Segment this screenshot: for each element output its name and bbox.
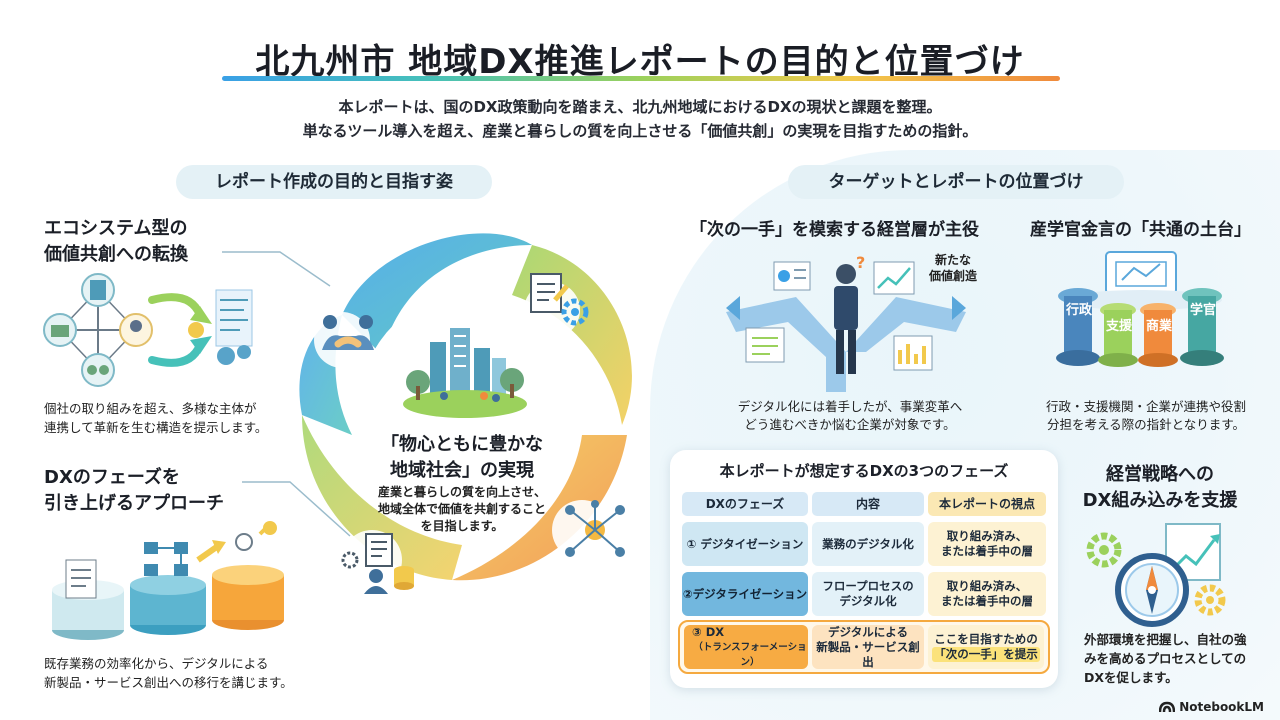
subtitle-line-2: 単なるツール導入を超え、産業と暮らしの質を向上させる「価値共創」の実現を目指すた… [302,122,978,140]
businessman-crossroads-icon: ? [726,253,966,392]
phase-row-3-view-line-2: 「次の一手」を提示 [932,647,1040,662]
phase-row-2-content: フロープロセスのデジタル化 [812,572,924,616]
phase-row-3-content: デジタルによる新製品・サービス創出 [812,625,924,669]
platform-body-line-1: 行政・支援機関・企業が連携や役割 [1045,399,1246,414]
workflow-blocks-icon [52,521,284,640]
pillars-icon [1056,251,1224,367]
phase-row-3-view-line-1: ここを目指すための [934,632,1038,646]
center-body-line-1: 産業と暮らしの質を向上させ、 [377,485,546,499]
ecosystem-body-line-2: 連携して革新を生む構造を提示します。 [44,420,268,435]
approach-heading-line-1: DXのフェーズを [44,467,180,488]
section-pill-target: ターゲットとレポートの位置づけ [788,165,1124,199]
notebooklm-logo-text: NotebookLM [1179,700,1264,714]
ecosystem-heading-line-1: エコシステム型の [44,218,188,239]
phase-row-2-view-line-2: または着手中の層 [941,594,1033,608]
phase-row-1-view-line-1: 取り組み済み、 [946,529,1028,543]
pillar-label-4: 学官 [1189,303,1216,318]
document-gear-icon [530,273,589,326]
connector-line-1 [222,251,331,287]
phase-row-1-phase: ① デジタイゼーション [682,522,808,566]
connector-line-2 [242,481,351,537]
target-body-line-1: デジタル化には着手したが、事業変革へ [737,399,963,414]
page-title: 北九州市 地域DX推進レポートの目的と位置づけ [255,42,1025,82]
bubble-line-2: 価値創造 [928,269,977,283]
phase-row-2-phase: ②デジタライゼーション [682,572,808,616]
center-body-line-3: を目指します。 [420,519,504,533]
phase-row-3-view: ここを目指すための「次の一手」を提示 [928,625,1044,669]
network-icon [565,500,625,557]
subtitle-line-1: 本レポートは、国のDX政策動向を踏まえ、北九州地域におけるDXの現状と課題を整理… [338,98,942,116]
phase-table-card: 本レポートが想定するDXの3つのフェーズ DXのフェーズ 内容 本レポートの視点… [670,450,1058,688]
phase-row-3-content-line-1: デジタルによる [828,624,908,639]
phase-row-2-phase-text: ②デジタライゼーション [682,586,808,601]
people-database-icon [341,533,414,594]
strategy-body-line-3: DXを促します。 [1084,670,1178,685]
notebooklm-logo-icon [1159,701,1176,713]
phase-table-title: 本レポートが想定するDXの3つのフェーズ [719,462,1009,480]
phase-row-3-content-line-2: 新製品・サービス創出 [816,639,920,669]
approach-body-line-2: 新製品・サービス創出への移行を講じます。 [44,675,293,690]
compass-gears-icon [1086,523,1226,627]
phase-row-1-content: 業務のデジタル化 [812,522,924,566]
phase-header-phase: DXのフェーズ [682,492,808,516]
strategy-body-line-2: みを高めるプロセスとしての [1084,651,1247,666]
phase-row-2-content-line-1: フロープロセスの [822,579,914,593]
ecosystem-diagram-icon [43,273,253,387]
bubble-line-1: 新たな [934,253,971,267]
strategy-body-line-1: 外部環境を把握し、自社の強 [1084,632,1247,647]
center-heading-line-1: 「物心ともに豊かな [381,434,543,455]
strategy-heading-line-1: 経営戦略への [1106,464,1214,485]
pillar-label-1: 行政 [1065,303,1092,318]
strategy-heading-line-2: DX組み込みを支援 [1082,490,1238,511]
handshake-icon [322,315,374,350]
target-body-line-2: どう進むべきか悩む企業が対象です。 [744,417,956,432]
pillar-label-3: 商業 [1145,319,1172,334]
title-underline [222,76,1060,81]
ecosystem-heading-line-2: 価値共創への転換 [44,244,188,265]
phase-header-content: 内容 [812,492,924,516]
svg-text:?: ? [856,253,865,272]
phase-row-1-view-line-2: または着手中の層 [941,544,1033,558]
phase-row-3-phase-line-2: （トランスフォーメーション） [693,641,807,668]
platform-body-line-2: 分担を考える際の指針となります。 [1046,417,1245,432]
section-pill-purpose: レポート作成の目的と目指す姿 [176,165,492,199]
pillar-label-2: 支援 [1105,319,1132,334]
platform-heading: 産学官金言の「共通の土台」 [1030,220,1251,240]
phase-row-1-view: 取り組み済み、または着手中の層 [928,522,1046,566]
target-heading: 「次の一手」を模索する経営層が主役 [690,220,979,240]
phase-row-1-content-text: 業務のデジタル化 [822,536,914,551]
city-park-icon [403,328,527,418]
phase-header-view: 本レポートの視点 [928,492,1046,516]
phase-row-2-view-line-1: 取り組み済み、 [946,579,1028,593]
approach-body-line-1: 既存業務の効率化から、デジタルによる [44,656,269,671]
phase-row-2-content-line-2: デジタル化 [839,594,897,608]
center-heading-line-2: 地域社会」の実現 [390,460,534,481]
notebooklm-logo: NotebookLM [1159,700,1264,714]
center-body-line-2: 地域全体で価値を共創すること [377,502,546,516]
phase-row-3-phase: ③ DX （トランスフォーメーション） [684,625,808,669]
phase-row-3-phase-line-1: ③ DX [692,624,725,639]
phase-row-2-view: 取り組み済み、または着手中の層 [928,572,1046,616]
phase-row-1-phase-text: ① デジタイゼーション [686,536,804,551]
approach-heading-line-2: 引き上げるアプローチ [44,493,224,514]
ecosystem-body-line-1: 個社の取り組みを超え、多様な主体が [44,401,257,416]
